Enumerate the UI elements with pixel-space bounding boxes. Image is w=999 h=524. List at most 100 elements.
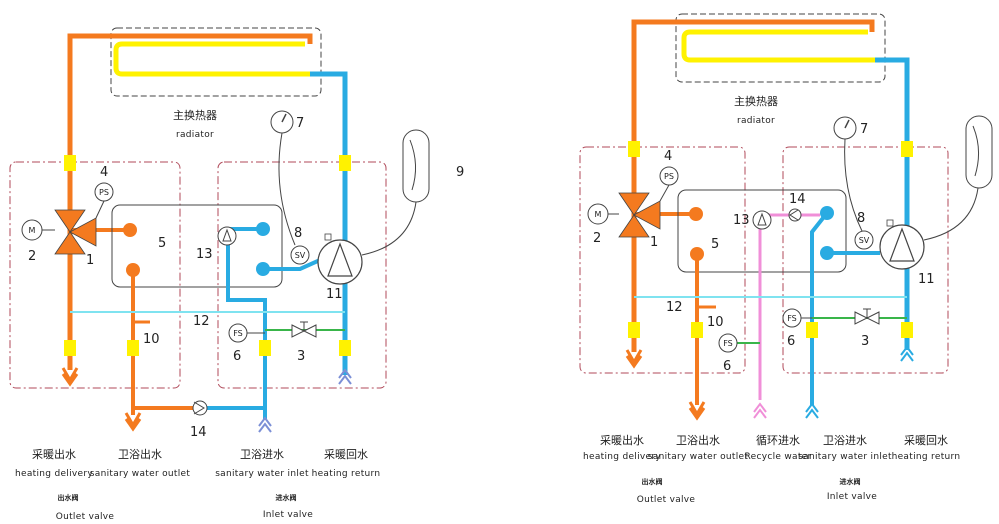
left-num-13: 13 — [196, 247, 213, 262]
left-sensor-5 — [339, 340, 351, 356]
right-label-2-cn: 循环进水 — [756, 434, 800, 447]
right-num-4: 4 — [664, 149, 672, 164]
left-label-3-en: heating return — [312, 469, 381, 479]
left-sensor-4 — [339, 155, 351, 171]
right-sensor-4 — [901, 141, 913, 157]
left-num-7: 7 — [296, 116, 304, 131]
left-zone-sanitary — [217, 161, 387, 389]
right-num-8: 8 — [857, 211, 865, 226]
left-sensor-6 — [259, 340, 271, 356]
left-three-way-valve — [54, 209, 97, 255]
left-sv-label: SV — [295, 251, 306, 260]
left-num-8: 8 — [294, 226, 302, 241]
left-recirc-cold-pipe — [205, 227, 267, 410]
left-label-1-cn: 卫浴出水 — [118, 447, 162, 461]
right-pump-13 — [752, 210, 772, 230]
right-plate-exchanger — [677, 189, 847, 273]
left-pump-11 — [317, 239, 363, 285]
right-num-11: 11 — [918, 272, 935, 287]
left-plate-exchanger — [111, 204, 283, 288]
left-arrow-inlet — [258, 416, 272, 433]
left-exchanger-title: 主换热器 — [173, 108, 217, 122]
right-inlet-cn: 进水阀 — [840, 477, 861, 486]
right-label-0-en: heating delivery — [583, 452, 661, 462]
right-label-4-en: heating return — [892, 452, 961, 462]
right-radiator-coil — [681, 29, 875, 63]
left-fs-label: FS — [233, 329, 243, 338]
right-sensor-3 — [691, 322, 703, 338]
left-num-1: 1 — [86, 253, 94, 268]
right-arrow-heating-out — [625, 349, 643, 369]
left-label-2-en: sanitary water inlet — [215, 469, 309, 479]
left-radiator-coil — [113, 41, 310, 77]
left-sensor-2 — [64, 340, 76, 356]
left-inlet-en: Inlet valve — [263, 510, 313, 520]
left-label-3-cn: 采暖回水 — [324, 448, 368, 461]
right-sv-label: SV — [859, 236, 870, 245]
left-sensor-1 — [64, 155, 76, 171]
left-label-0-cn: 采暖出水 — [32, 447, 76, 461]
right-outlet-cn: 出水阀 — [642, 477, 663, 486]
right-arrow-sanitary-out — [688, 401, 706, 421]
left-label-1-en: sanitary water outlet — [90, 469, 191, 479]
right-hex-port-a — [689, 207, 703, 221]
left-motor-label: M — [29, 226, 36, 235]
right-sensor-5 — [901, 322, 913, 338]
left-num-6: 6 — [233, 349, 241, 364]
left-outlet-cn: 出水阀 — [58, 493, 79, 502]
right-label-0-cn: 采暖出水 — [600, 433, 644, 447]
right-num-12: 12 — [666, 300, 683, 315]
left-outlet-en: Outlet valve — [56, 512, 115, 522]
right-fs2-label: FS — [723, 339, 733, 348]
right-num-6b: 6 — [723, 359, 731, 374]
left-pump-13 — [217, 226, 237, 246]
left-num-4: 4 — [100, 165, 108, 180]
right-exchanger-subtitle: radiator — [737, 116, 775, 126]
left-safety-valve — [290, 245, 310, 265]
left-num-2: 2 — [28, 249, 36, 264]
right-three-way-valve — [618, 192, 661, 238]
right-exchanger-box — [675, 13, 886, 83]
left-label-0-en: heating delivery — [15, 469, 93, 479]
left-hot-pipe-main — [67, 33, 313, 370]
right-num-13: 13 — [733, 213, 750, 228]
right-arrow-return — [900, 345, 914, 362]
left-hex-port-a — [123, 223, 137, 237]
right-label-1-en: sanitary water outlet — [648, 452, 749, 462]
right-label-3-en: sanitary water inlet — [798, 452, 892, 462]
right-zone-heating — [579, 146, 746, 374]
left-arrow-heating-out — [61, 367, 79, 387]
right-num-5: 5 — [711, 237, 719, 252]
left-inlet-cn: 进水阀 — [276, 493, 297, 502]
right-num-3: 3 — [861, 334, 869, 349]
right-diagram: M PS SV FS FS — [579, 13, 993, 505]
left-num-5: 5 — [158, 236, 166, 251]
right-flow-sensor-2 — [718, 333, 738, 353]
right-outlet-en: Outlet valve — [637, 495, 696, 505]
right-num-7: 7 — [860, 122, 868, 137]
left-exchanger-subtitle: radiator — [176, 130, 214, 140]
right-sensor-1 — [628, 141, 640, 157]
right-label-1-cn: 卫浴出水 — [676, 433, 720, 447]
right-arrow-recycle-in — [753, 402, 767, 419]
right-motor-label: M — [595, 210, 602, 219]
right-num-6: 6 — [787, 334, 795, 349]
right-sensor-6 — [806, 322, 818, 338]
right-inlet-cold-pipe — [810, 211, 829, 405]
left-sensor-3 — [127, 340, 139, 356]
right-label-4-cn: 采暖回水 — [904, 434, 948, 447]
right-cold-return-pipe — [875, 57, 910, 350]
right-fs1-label: FS — [787, 314, 797, 323]
left-num-3: 3 — [297, 349, 305, 364]
right-label-3-cn: 卫浴进水 — [823, 434, 867, 447]
left-check-valve — [192, 400, 208, 416]
left-num-14: 14 — [190, 425, 207, 440]
right-num-1: 1 — [650, 235, 658, 250]
right-pump-11 — [879, 224, 925, 270]
right-zone-sanitary — [782, 146, 949, 374]
left-ps-label: PS — [99, 188, 109, 197]
left-arrow-return — [338, 368, 352, 385]
right-sensor-2 — [628, 322, 640, 338]
left-num-10: 10 — [143, 332, 160, 347]
right-check-valve — [788, 208, 802, 222]
